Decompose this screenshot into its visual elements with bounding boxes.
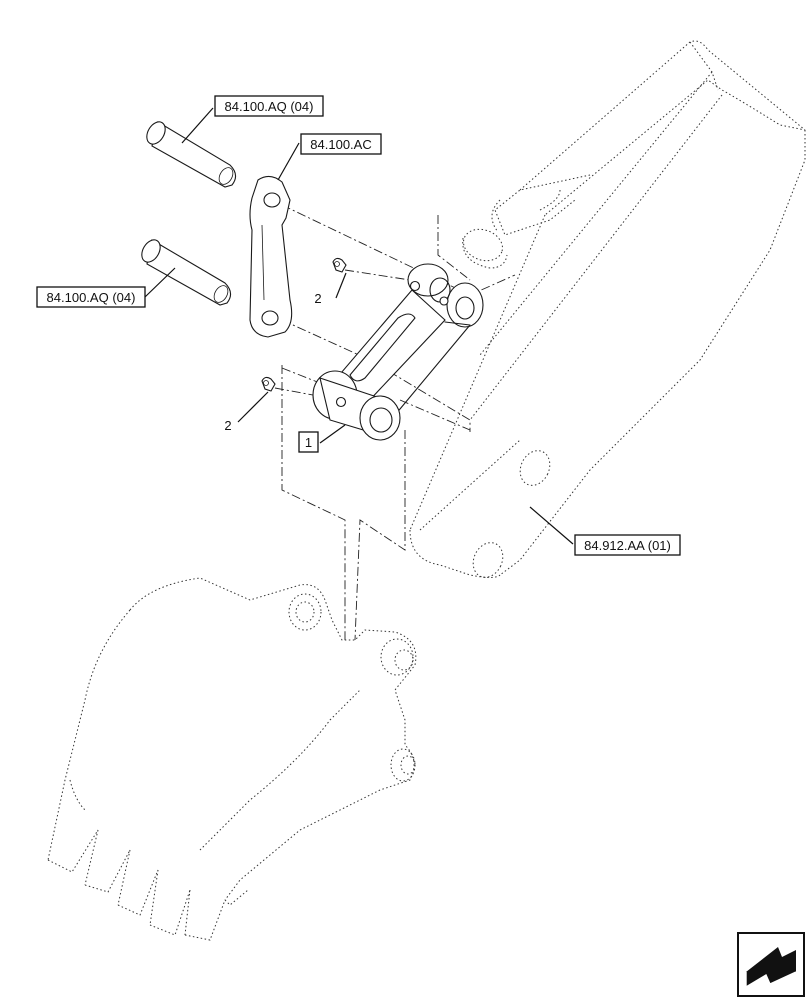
callout-leaders <box>144 107 574 545</box>
grease-fitting-upper <box>332 257 347 273</box>
grease-fitting-lower <box>261 376 276 392</box>
link-plate <box>249 175 293 338</box>
callout-pin-upper[interactable]: 84.100.AQ (04) <box>214 95 324 117</box>
callout-item-2-lower-text: 2 <box>224 418 231 433</box>
callout-item-1[interactable]: 1 <box>298 431 319 453</box>
previous-page-arrow-icon[interactable] <box>737 932 805 997</box>
callout-arm[interactable]: 84.912.AA (01) <box>574 534 681 556</box>
pin-upper <box>146 121 237 188</box>
callout-item-2-upper[interactable]: 2 <box>314 291 321 306</box>
pin-lower <box>141 239 232 306</box>
dipper-arm <box>409 40 806 578</box>
callout-item-1-text: 1 <box>305 435 312 450</box>
callout-pin-lower[interactable]: 84.100.AQ (04) <box>36 286 146 308</box>
callout-link-plate-text: 84.100.AC <box>310 137 371 152</box>
callout-item-2-upper-text: 2 <box>314 291 321 306</box>
callout-item-2-lower[interactable]: 2 <box>224 418 231 433</box>
callout-pin-upper-text: 84.100.AQ (04) <box>225 99 314 114</box>
callout-link-plate[interactable]: 84.100.AC <box>300 133 382 155</box>
callout-pin-lower-text: 84.100.AQ (04) <box>47 290 136 305</box>
bucket <box>47 577 417 941</box>
link-item-1 <box>312 263 484 441</box>
callout-arm-text: 84.912.AA (01) <box>584 538 671 553</box>
